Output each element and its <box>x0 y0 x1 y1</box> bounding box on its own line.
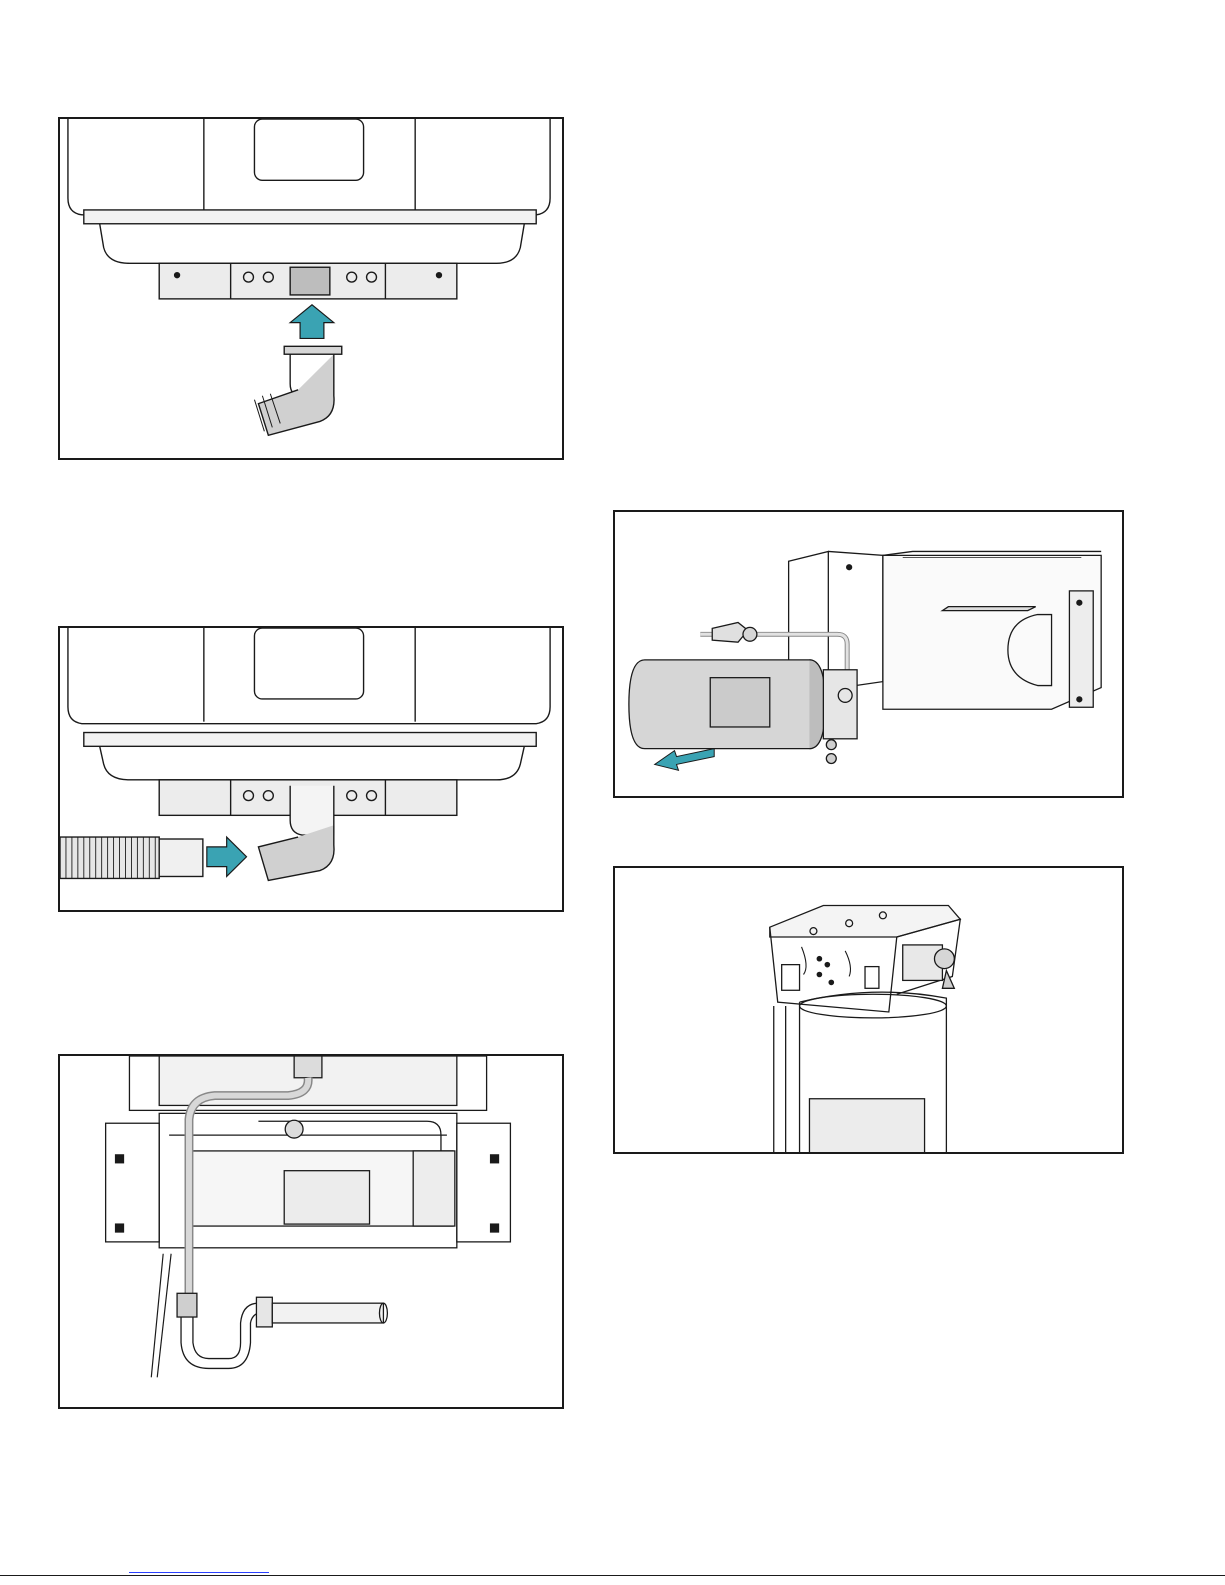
figure-drain-hose-connect <box>58 626 564 912</box>
filter-cartridge-remove-illustration <box>615 512 1122 796</box>
right-arrow-icon <box>207 837 247 876</box>
pull-arrow-icon <box>655 749 715 771</box>
page-bottom-rule <box>0 1575 1225 1576</box>
filter-head-closeup-illustration <box>615 868 1122 1152</box>
figure-drain-routing-ptrap <box>58 1054 564 1409</box>
drain-elbow-insert-illustration <box>60 119 562 458</box>
figure-filter-cartridge-remove <box>613 510 1124 798</box>
drain-routing-ptrap-illustration <box>60 1056 562 1407</box>
link-underline <box>129 1572 269 1573</box>
drain-hose-connect-illustration <box>60 628 562 910</box>
figure-filter-head-closeup <box>613 866 1124 1154</box>
up-arrow-icon <box>290 305 334 339</box>
figure-drain-elbow-insert <box>58 117 564 460</box>
